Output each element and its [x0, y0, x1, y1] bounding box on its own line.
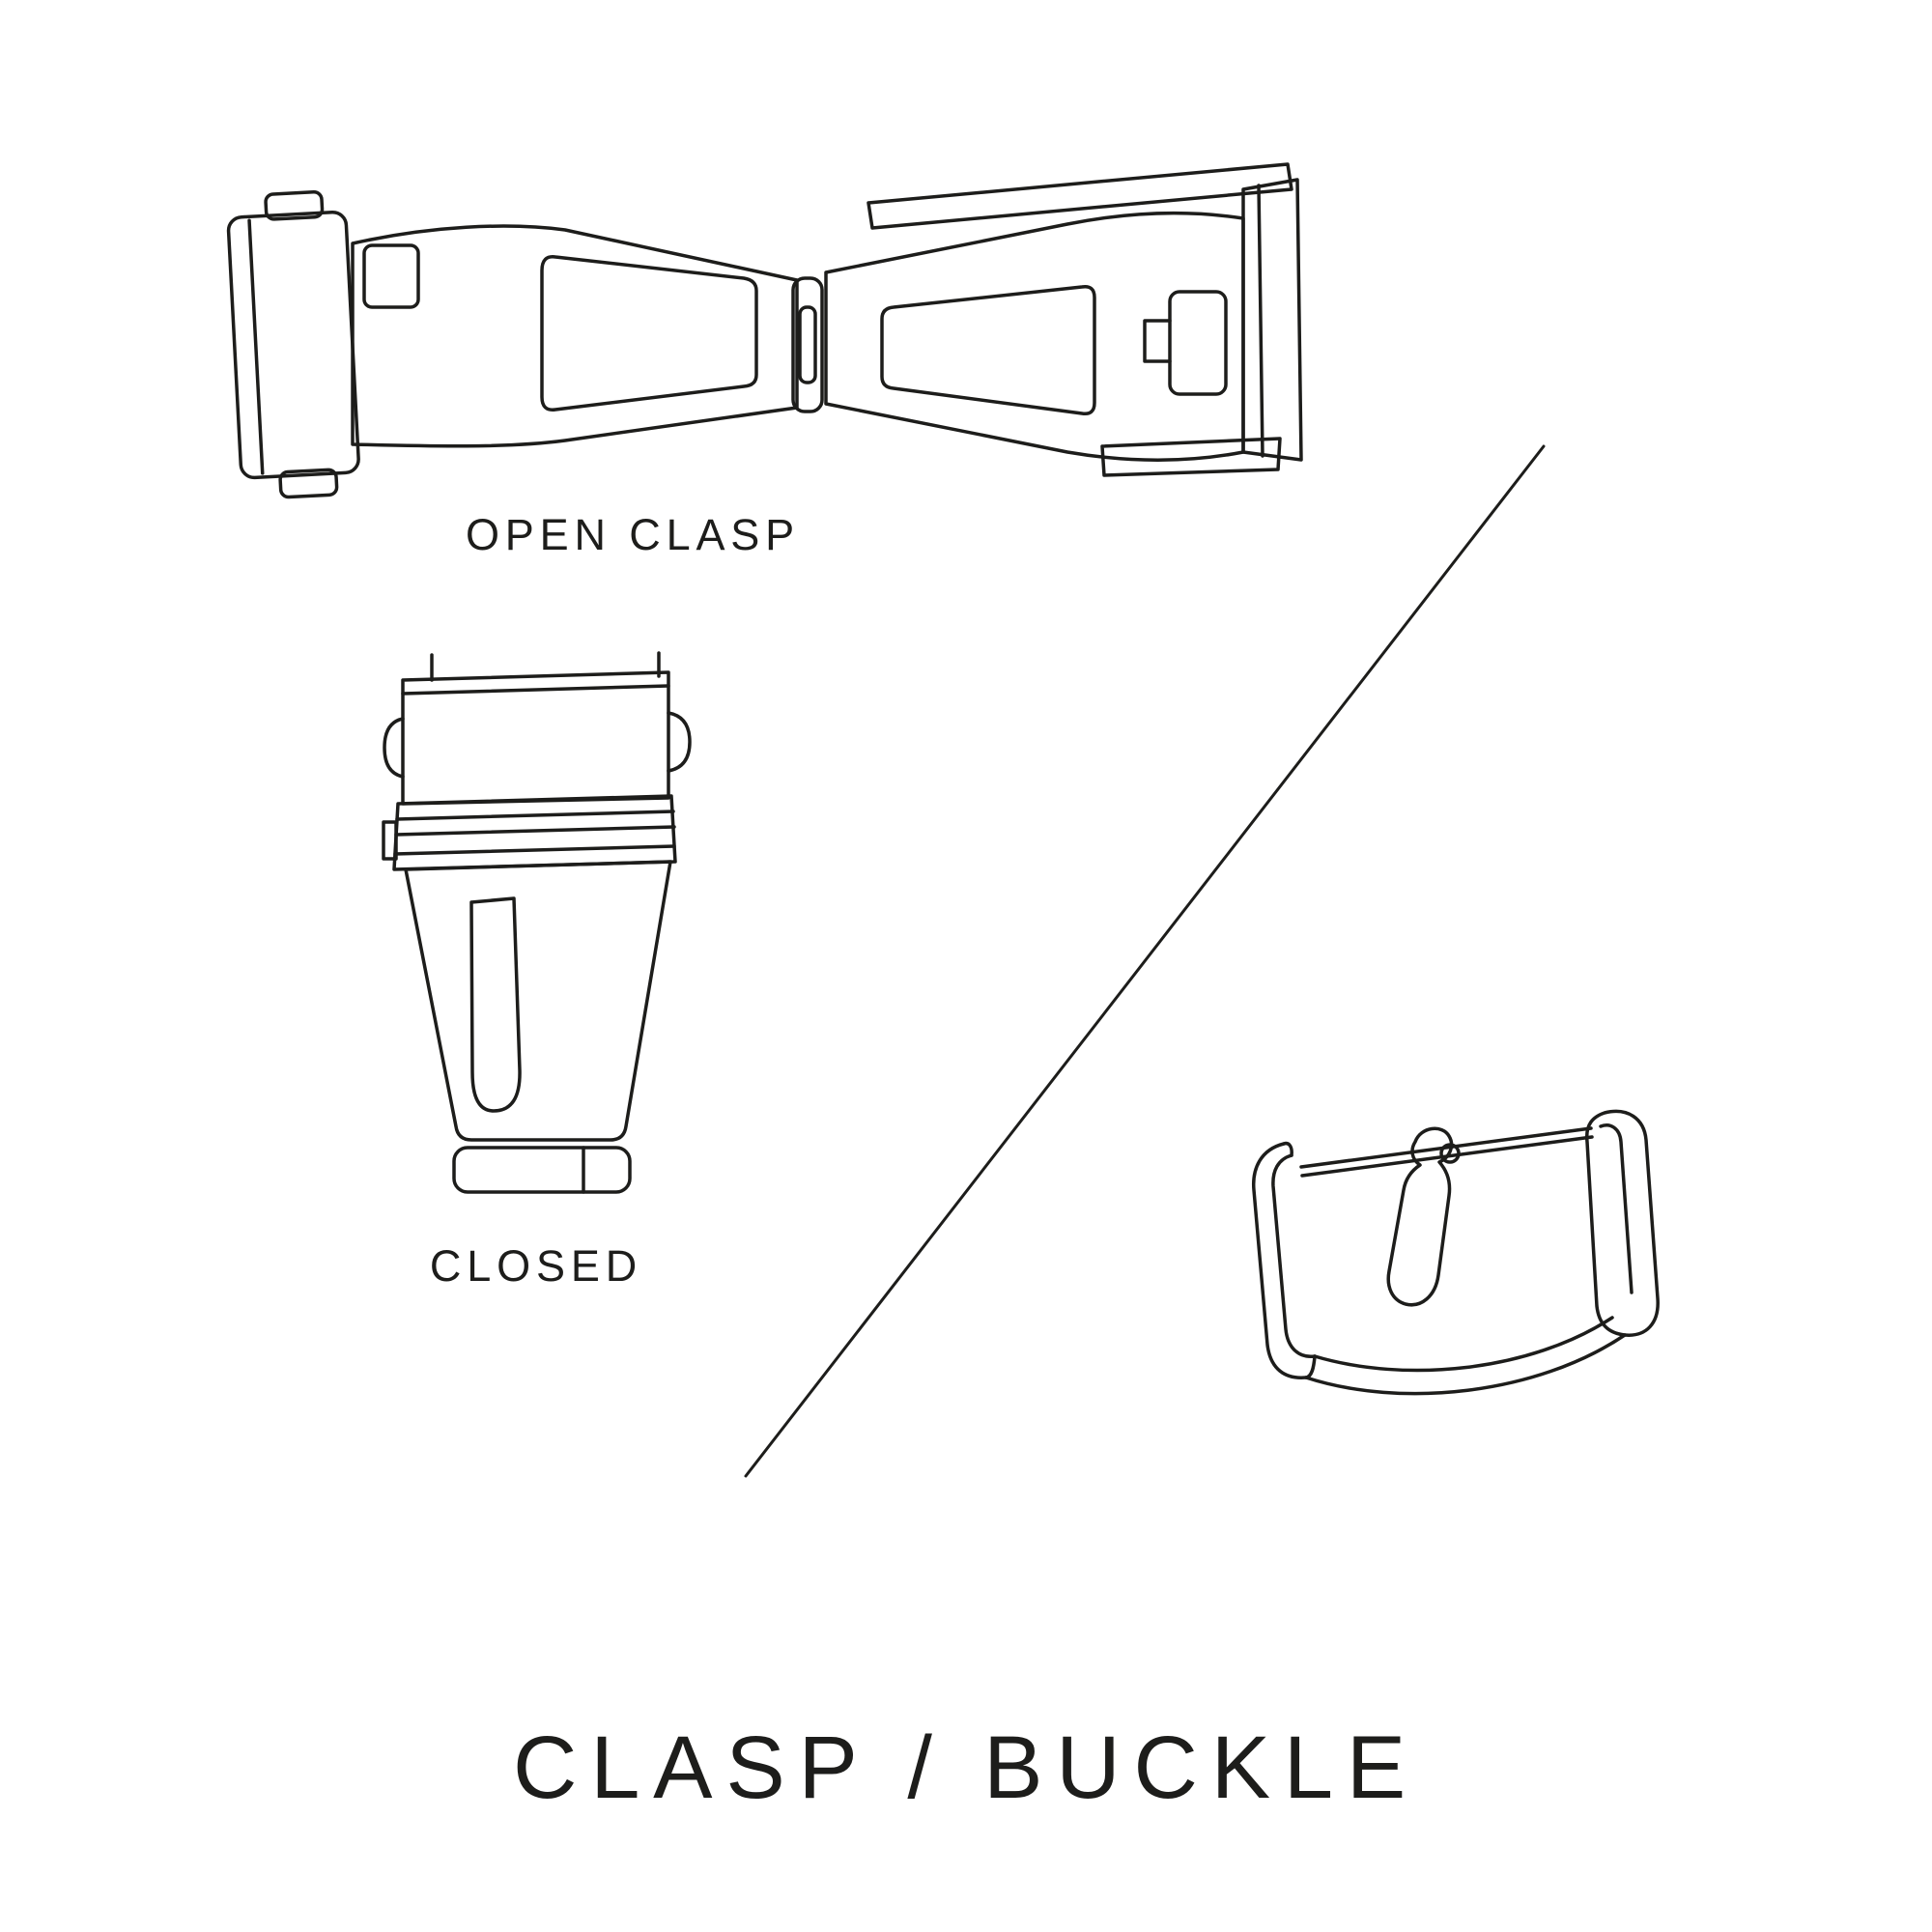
open-clasp-left-arm	[351, 224, 799, 448]
buckle-illustration	[1251, 1109, 1660, 1396]
closed-clasp-fold-band	[382, 794, 677, 871]
buckle-bottom-band	[1304, 1316, 1627, 1396]
closed-clasp-body	[404, 860, 672, 1142]
page-title: CLASP / BUCKLE	[512, 1719, 1420, 1817]
buckle-tang	[1386, 1126, 1454, 1307]
open-clasp-right-end-piece	[867, 162, 1303, 477]
buckle-right-band	[1584, 1109, 1660, 1337]
closed-clasp-top-cover	[383, 670, 692, 806]
buckle-left-band	[1251, 1141, 1317, 1379]
open-clasp-center-hinge	[791, 276, 824, 413]
closed-clasp-end-cap	[452, 1146, 632, 1194]
open-clasp-left-end-piece	[226, 189, 360, 499]
open-clasp-right-arm	[824, 211, 1245, 462]
closed-clasp-label: CLOSED	[429, 1241, 643, 1291]
open-clasp-label: OPEN CLASP	[465, 510, 801, 559]
open-clasp-illustration	[226, 162, 1303, 499]
closed-clasp-illustration	[382, 651, 692, 1194]
